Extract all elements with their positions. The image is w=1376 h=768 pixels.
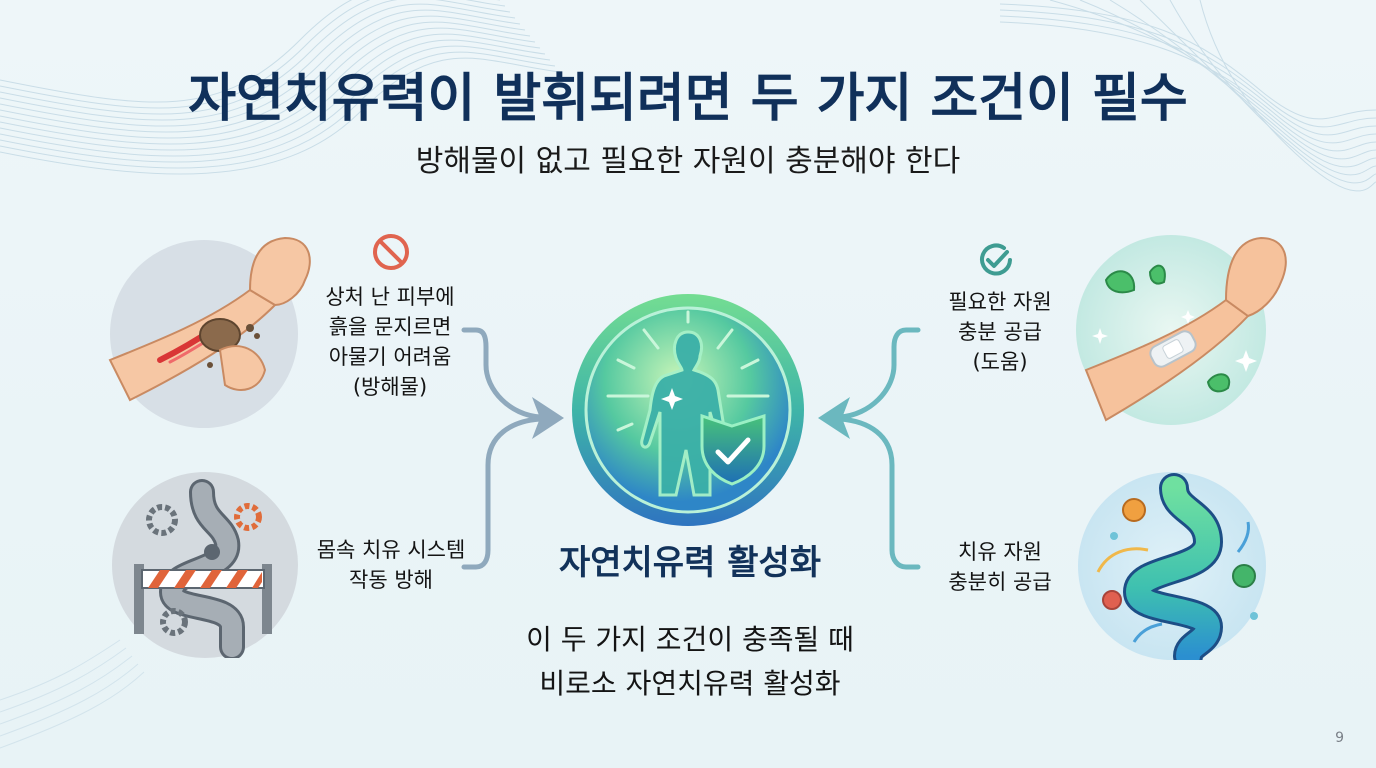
healing-resources-description: 치유 자원 충분히 공급 [948, 540, 1052, 594]
wounded-arm-with-dirt-illustration [108, 236, 311, 428]
center-title: 자연치유력 활성화 [558, 543, 822, 583]
obstacle-description: 상처 난 피부에 흙을 문지르면 아물기 어려움 (방해물) [325, 285, 455, 399]
page-number: 9 [1335, 730, 1344, 746]
bandaged-arm-with-leaves-illustration [1076, 235, 1287, 425]
healthy-digestive-system-illustration [1078, 472, 1266, 660]
human-silhouette-with-shield-icon [568, 290, 808, 530]
slide-title: 자연치유력이 발휘되려면 두 가지 조건이 필수 [188, 69, 1188, 129]
resource-supply-description: 필요한 자원 충분 공급 (도움) [948, 290, 1052, 374]
prohibited-icon [373, 234, 409, 270]
blocked-digestive-system-illustration [112, 472, 298, 658]
left-merge-arrow [461, 327, 564, 570]
conclusion-text: 이 두 가지 조건이 충족될 때 비로소 자연치유력 활성화 [526, 623, 854, 700]
right-merge-arrow [818, 327, 921, 570]
slide-subtitle: 방해물이 없고 필요한 자원이 충분해야 한다 [415, 144, 961, 179]
internal-obstruction-description: 몸속 치유 시스템 작동 방해 [316, 538, 466, 592]
check-circle-icon [980, 243, 1012, 276]
